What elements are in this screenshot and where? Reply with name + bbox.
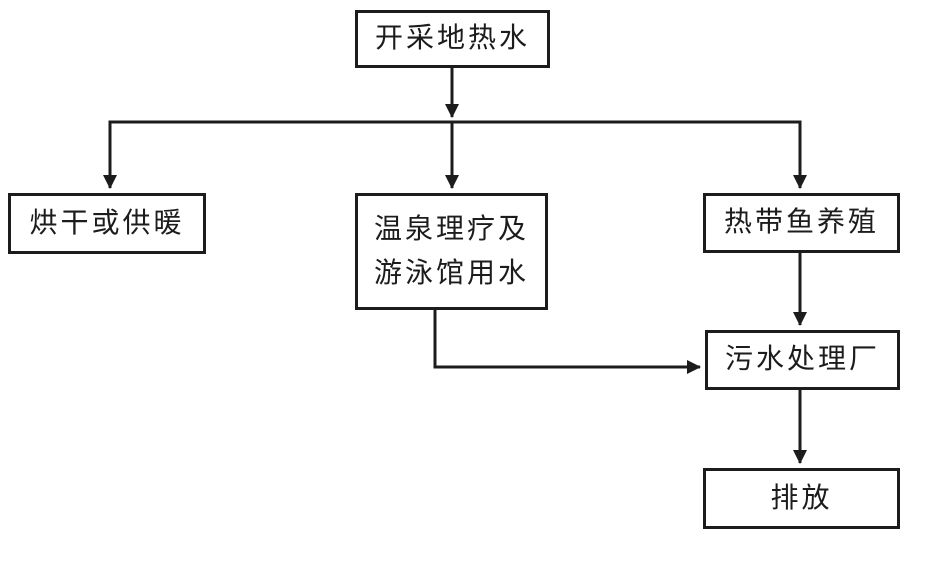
node-hot-spring-therapy-swimming-pool: 温泉理疗及 游泳馆用水 bbox=[355, 193, 548, 310]
node-label: 热带鱼养殖 bbox=[723, 207, 879, 239]
node-tropical-fish-farming: 热带鱼养殖 bbox=[703, 193, 900, 253]
node-label: 烘干或供暖 bbox=[29, 207, 185, 239]
node-label: 排放 bbox=[770, 482, 833, 514]
edge-branch-to-drying bbox=[103, 120, 452, 189]
node-label: 污水处理厂 bbox=[724, 344, 880, 376]
node-geothermal-water-extraction: 开采地热水 bbox=[355, 10, 550, 68]
node-discharge: 排放 bbox=[703, 468, 900, 529]
node-label: 温泉理疗及 游泳馆用水 bbox=[373, 214, 529, 289]
node-label: 开采地热水 bbox=[374, 23, 530, 55]
edge-spa-to-sewage bbox=[433, 310, 701, 374]
node-drying-or-heating: 烘干或供暖 bbox=[8, 193, 206, 254]
node-sewage-treatment-plant: 污水处理厂 bbox=[705, 330, 900, 390]
edge-branch-to-fish bbox=[452, 120, 807, 189]
